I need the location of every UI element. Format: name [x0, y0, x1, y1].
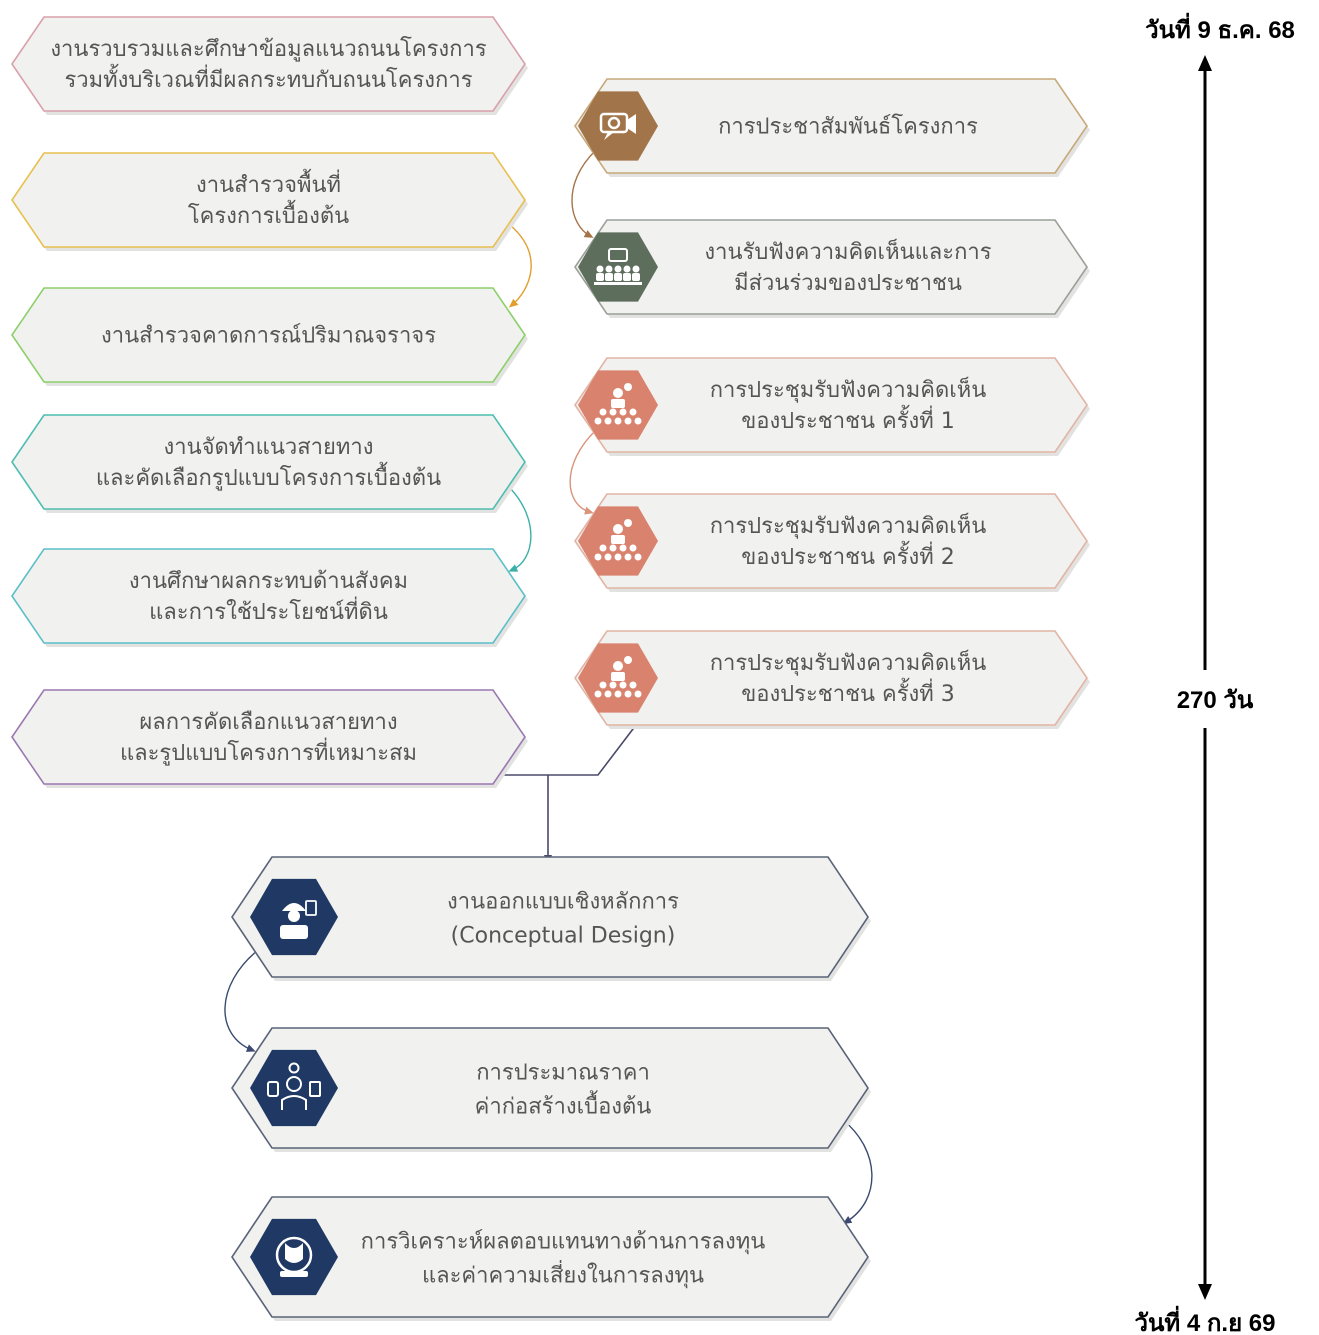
left-step-3: งานสำรวจคาดการณ์ปริมาณจราจร — [11, 287, 528, 386]
investment-icon — [250, 1218, 338, 1296]
connector-estimate-to-return — [842, 1119, 873, 1225]
left-step-6-label-line-1: ผลการคัดเลือกแนวสายทาง — [139, 710, 397, 735]
left-step-4-label-line-2: และคัดเลือกรูปแบบโครงการเบื้องต้น — [96, 462, 441, 491]
left-step-1-label-line-1: งานรวบรวมและศึกษาข้อมูลแนวถนนโครงการ — [50, 36, 487, 62]
design-step-1: งานออกแบบเชิงหลักการ (Conceptual Design) — [231, 856, 871, 981]
left-step-1: งานรวบรวมและศึกษาข้อมูลแนวถนนโครงการรวมท… — [11, 16, 528, 115]
left-step-4-label-line-1: งานจัดทำแนวสายทาง — [163, 435, 373, 460]
process-boxes: งานรวบรวมและศึกษาข้อมูลแนวถนนโครงการรวมท… — [11, 16, 1090, 1321]
merge-line — [498, 724, 637, 776]
meeting-icon — [578, 643, 658, 713]
design-step-2-label-line-2: ค่าก่อสร้างเบื้องต้น — [475, 1091, 652, 1120]
left-step-2: งานสำรวจพื้นที่โครงการเบื้องต้น — [11, 152, 528, 251]
left-step-1-label-line-2: รวมทั้งบริเวณที่มีผลกระทบกับถนนโครงการ — [64, 64, 472, 93]
right-step-3-label-line-1: การประชุมรับฟังความคิดเห็น — [710, 375, 987, 403]
right-step-5-label-line-2: ของประชาชน ครั้งที่ 3 — [741, 678, 955, 707]
right-step-2: งานรับฟังความคิดเห็นและการมีส่วนร่วมของป… — [574, 219, 1090, 318]
left-step-4: งานจัดทำแนวสายทางและคัดเลือกรูปแบบโครงกา… — [11, 414, 528, 513]
timeline-duration-label: 270 วัน — [1177, 687, 1254, 714]
design-step-3-label-line-2: และค่าความเสี่ยงในการลงทุน — [422, 1260, 704, 1289]
audience-icon — [578, 232, 658, 302]
left-step-2-label-line-1: งานสำรวจพื้นที่ — [196, 169, 341, 198]
left-step-6: ผลการคัดเลือกแนวสายทางและรูปแบบโครงการที… — [11, 689, 528, 788]
right-step-4-label-line-1: การประชุมรับฟังความคิดเห็น — [710, 511, 987, 539]
left-step-2-label-line-2: โครงการเบื้องต้น — [188, 200, 349, 229]
timeline-start-label: วันที่ 9 ธ.ค. 68 — [1145, 12, 1295, 44]
design-step-1-label-line-2: (Conceptual Design) — [451, 924, 676, 949]
timeline-end-label: วันที่ 4 ก.ย 69 — [1134, 1305, 1275, 1335]
megaphone-icon — [578, 91, 658, 161]
right-step-1-label-line-1: การประชาสัมพันธ์โครงการ — [718, 114, 978, 140]
connector-pr-to-hearing — [571, 149, 597, 238]
left-step-3-label-line-1: งานสำรวจคาดการณ์ปริมาณจราจร — [101, 324, 436, 349]
left-step-6-label-line-2: และรูปแบบโครงการที่เหมาะสม — [120, 737, 417, 766]
connector-lines — [224, 149, 873, 1225]
right-step-2-label-line-1: งานรับฟังความคิดเห็นและการ — [704, 237, 991, 265]
right-step-4-label-line-2: ของประชาชน ครั้งที่ 2 — [741, 541, 955, 570]
left-step-5-label-line-2: และการใช้ประโยชน์ที่ดิน — [149, 596, 388, 625]
meeting-icon — [578, 506, 658, 576]
design-step-3-label-line-1: การวิเคราะห์ผลตอบแทนทางด้านการลงทุน — [361, 1230, 766, 1255]
right-step-1: การประชาสัมพันธ์โครงการ — [574, 78, 1090, 177]
design-step-1-label-line-1: งานออกแบบเชิงหลักการ — [447, 890, 679, 915]
connector-alignment-to-social — [508, 487, 532, 572]
engineer-icon — [250, 878, 338, 956]
meeting-icon — [578, 370, 658, 440]
design-step-3: การวิเคราะห์ผลตอบแทนทางด้านการลงทุนและค่… — [231, 1196, 871, 1321]
right-step-5-label-line-1: การประชุมรับฟังความคิดเห็น — [710, 648, 987, 676]
connector-meeting1-to-meeting2 — [569, 429, 597, 515]
connector-survey-to-traffic — [508, 224, 532, 308]
left-step-5-label-line-1: งานศึกษาผลกระทบด้านสังคม — [129, 569, 408, 594]
right-step-2-label-line-2: มีส่วนร่วมของประชาชน — [734, 271, 962, 296]
design-step-2-label-line-1: การประมาณราคา — [476, 1061, 650, 1086]
timeline: วันที่ 9 ธ.ค. 68 270 วันวันที่ 4 ก.ย 69 — [1134, 12, 1294, 1335]
connector-design-to-estimate — [224, 949, 259, 1052]
cost-estimator-icon — [250, 1049, 338, 1127]
left-step-5: งานศึกษาผลกระทบด้านสังคมและการใช้ประโยชน… — [11, 548, 528, 647]
right-step-3-label-line-2: ของประชาชน ครั้งที่ 1 — [741, 405, 955, 434]
